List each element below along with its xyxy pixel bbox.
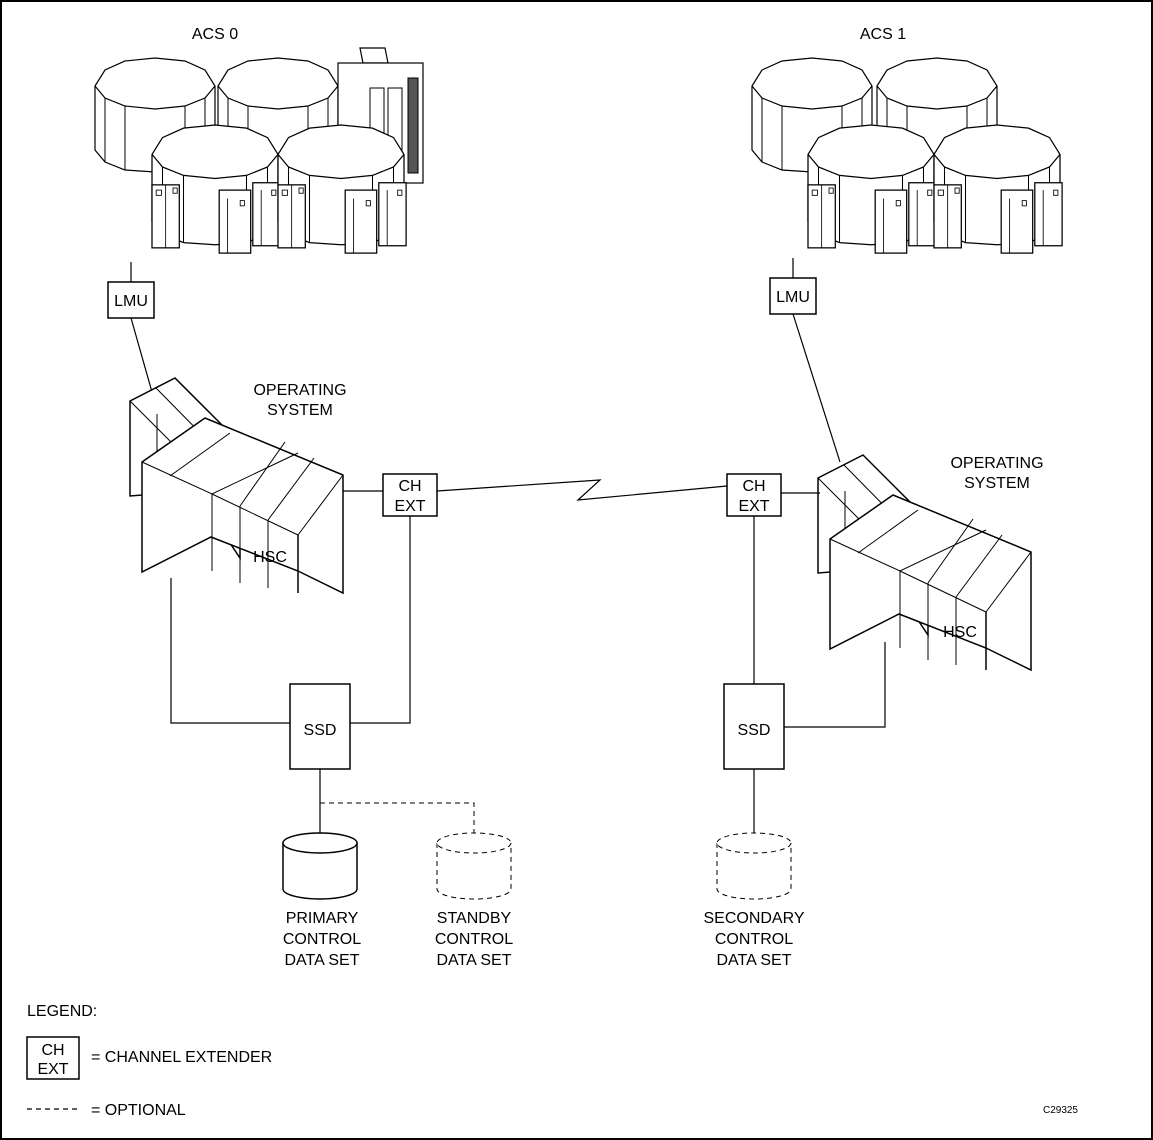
chext-left-line2: EXT [394,498,425,515]
secondary-disk-icon [716,832,792,900]
acs0-hsc-label: HSC [253,549,287,566]
primary-label-line1: PRIMARY [286,910,359,927]
acs1-lmu-link [792,313,841,463]
acs0-lmu-label: LMU [114,293,148,310]
acs0-lmu-link [130,317,153,393]
acs0-os-label-line1: OPERATING [253,382,346,399]
acs1-title: ACS 1 [860,26,906,43]
ssd-left-label: SSD [304,722,337,739]
chext-right-line1: CH [742,478,765,495]
standby-label-line3: DATA SET [437,952,512,969]
acs1-library-icon [751,57,1062,253]
ssd-right-box [723,683,785,770]
legend-chext-desc: = CHANNEL EXTENDER [91,1049,272,1066]
chext-left-line1: CH [398,478,421,495]
acs0-os-label-line2: SYSTEM [267,402,333,419]
legend-title: LEGEND: [27,1003,97,1020]
acs1-lmu-label: LMU [776,289,810,306]
ssd-left-box [289,683,351,770]
acs1-hsc-label: HSC [943,624,977,641]
legend-optional-desc: = OPTIONAL [91,1102,186,1119]
ssd-right-label: SSD [738,722,771,739]
acs1-os-label-line1: OPERATING [950,455,1043,472]
secondary-label-line2: CONTROL [715,931,793,948]
acs0-library-icon [94,47,424,253]
standby-label-line2: CONTROL [435,931,513,948]
standby-label-line1: STANDBY [437,910,512,927]
acs0-title: ACS 0 [192,26,238,43]
primary-disk-icon [282,832,358,900]
secondary-label-line3: DATA SET [717,952,792,969]
primary-label-line2: CONTROL [283,931,361,948]
chext-right-box [726,473,782,517]
chext-left-box [382,473,438,517]
figure-id: C29325 [1043,1105,1078,1116]
secondary-label-line1: SECONDARY [703,910,804,927]
standby-disk-icon [436,832,512,900]
legend-chext-box [26,1036,80,1080]
chext-right-line2: EXT [738,498,769,515]
legend-chext-line1: CH [41,1042,64,1059]
acs1-os-label-line2: SYSTEM [964,475,1030,492]
chext-link [436,479,728,501]
primary-label-line3: DATA SET [285,952,360,969]
acs1-lmu-box [769,277,817,315]
legend-chext-line2: EXT [37,1061,68,1078]
